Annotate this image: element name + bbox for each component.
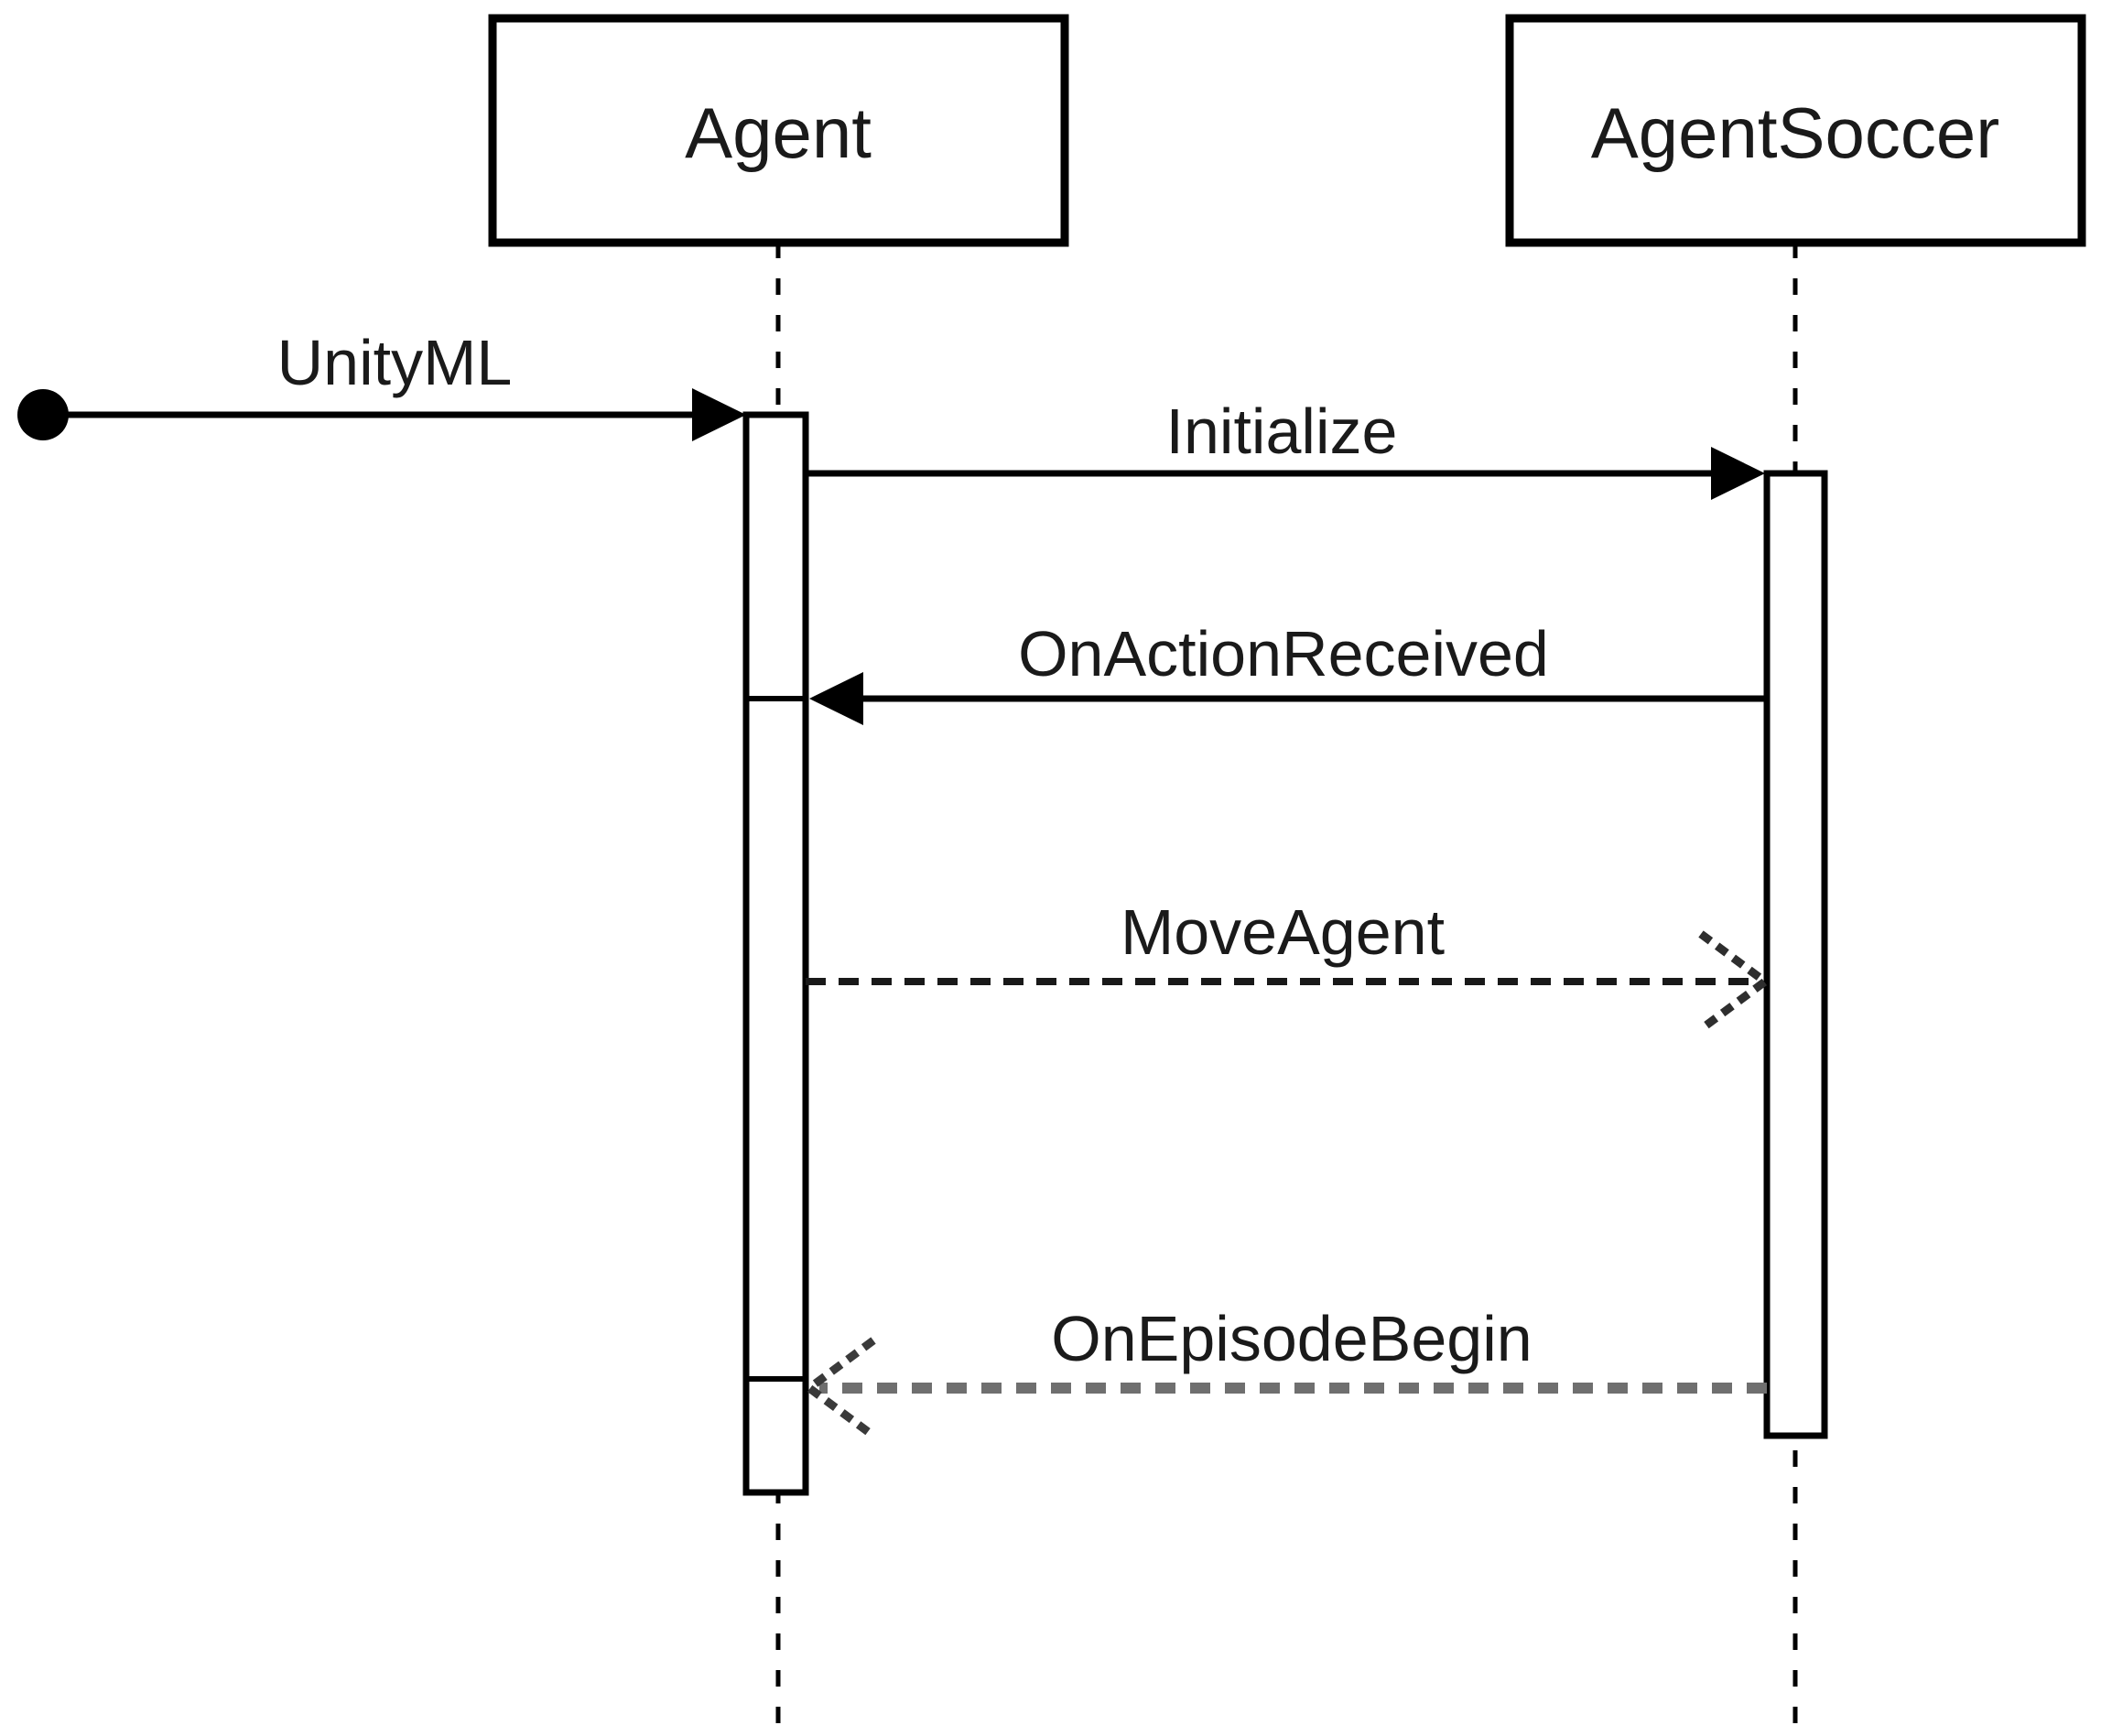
message-label-unityml: UnityML	[277, 327, 513, 398]
message-label-onepisodebegin: OnEpisodeBegin	[1051, 1303, 1532, 1374]
arrowhead-right-icon-initialize	[1711, 447, 1765, 500]
arrowhead-open-left-icon-onepisodebegin	[802, 1337, 876, 1439]
activation-bar-agentsoccer	[1763, 470, 1828, 1439]
arrowhead-right-icon-unityml	[692, 388, 746, 441]
message-label-onactionreceived: OnActionReceived	[1018, 618, 1549, 689]
participant-label-agentsoccer: AgentSoccer	[1591, 92, 2000, 173]
start-circle-icon	[17, 389, 69, 440]
message-label-moveagent: MoveAgent	[1121, 896, 1445, 968]
arrowhead-left-icon-onactionreceived	[809, 672, 863, 725]
message-label-initialize: Initialize	[1166, 396, 1398, 467]
participant-box-agent	[488, 14, 1069, 247]
participant-label-agent: Agent	[685, 92, 872, 173]
arrowhead-open-right-icon-moveagent	[1698, 930, 1772, 1033]
activation-bar-agent	[742, 411, 809, 1496]
participant-box-agentsoccer	[1505, 14, 2086, 247]
